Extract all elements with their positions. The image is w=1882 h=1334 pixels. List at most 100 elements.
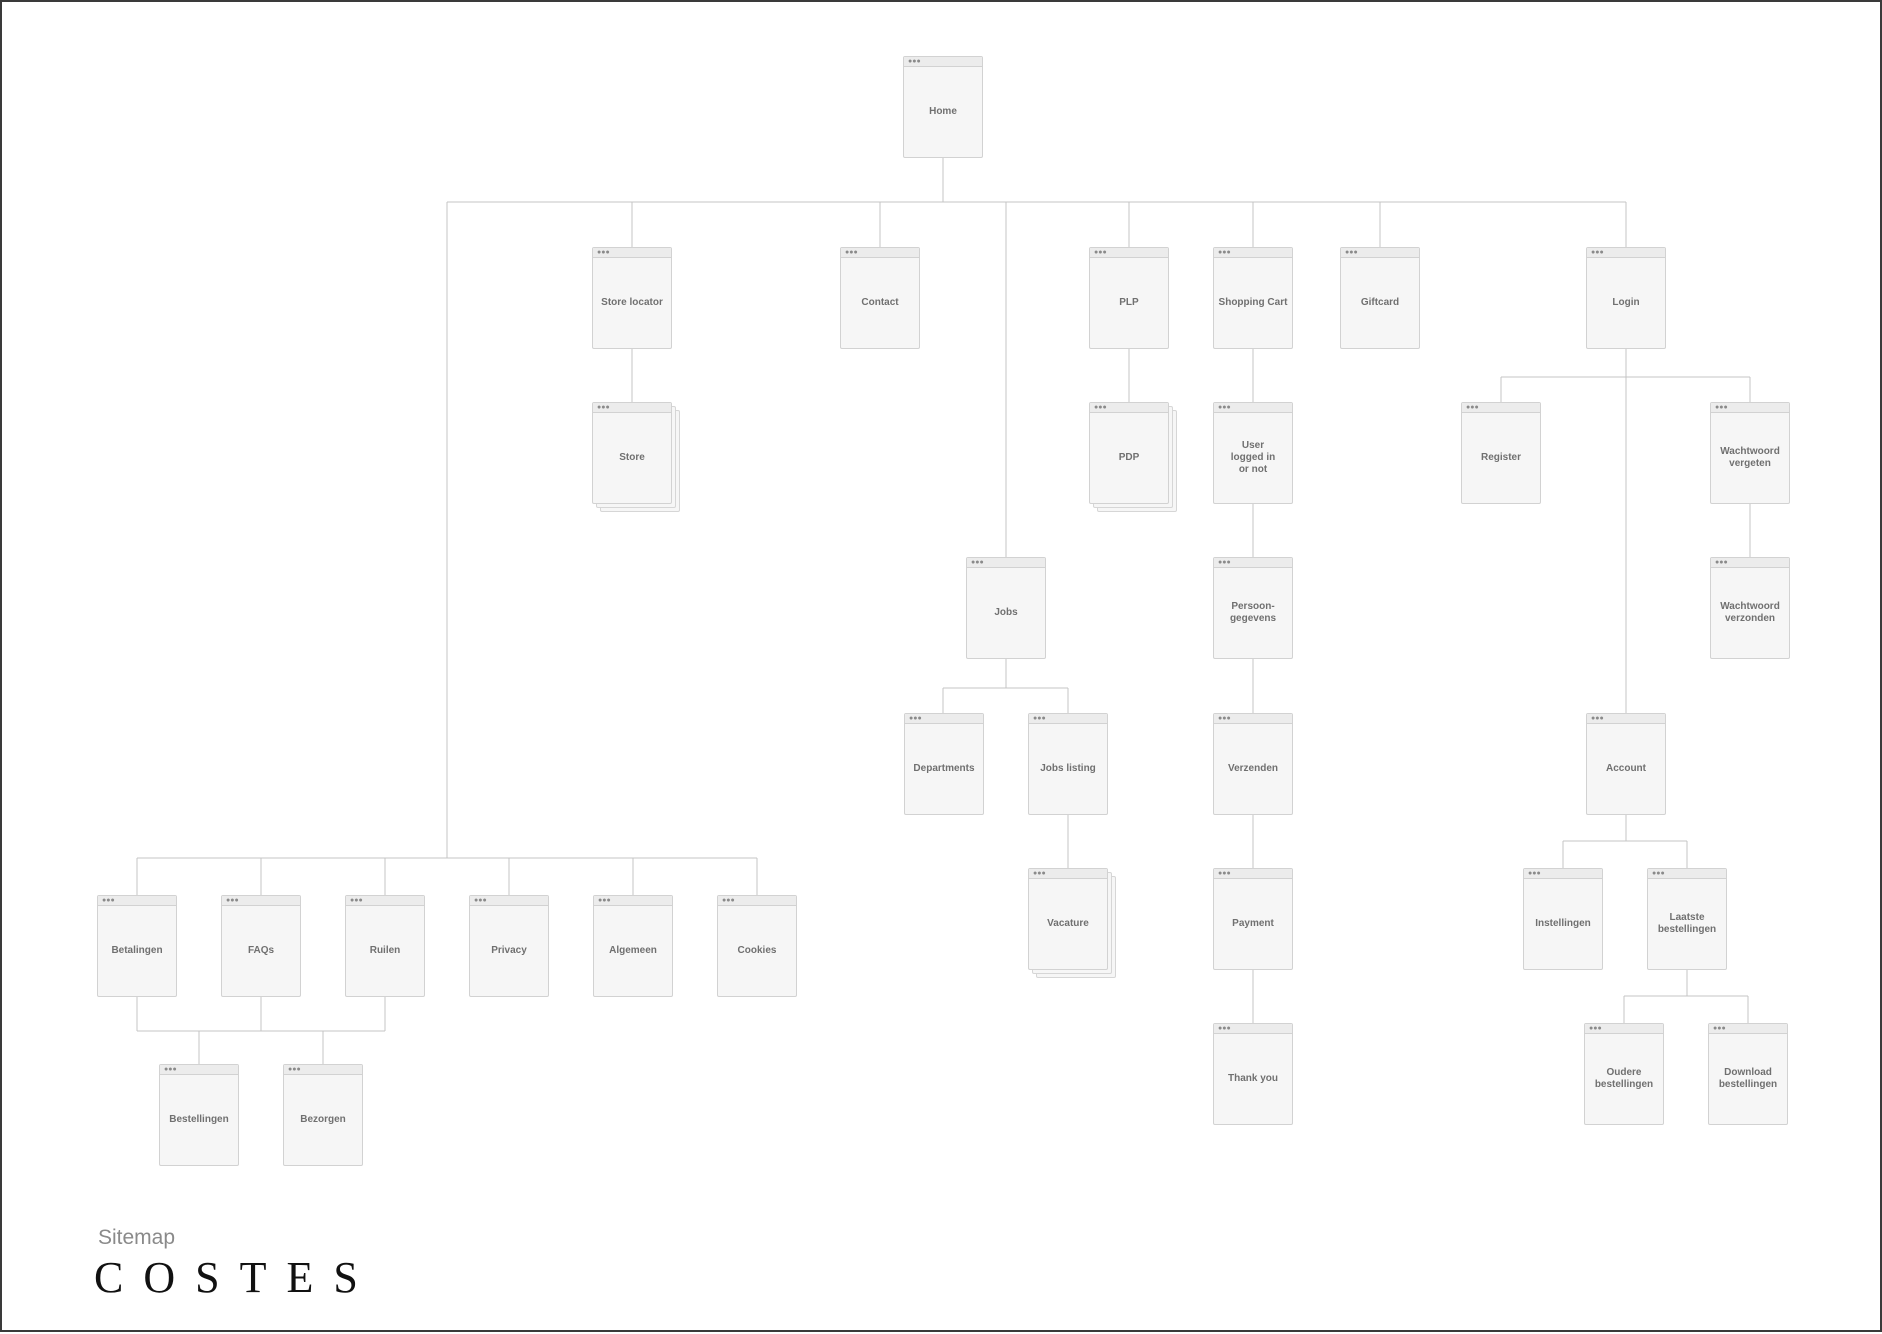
window-dots-icon: ●●● <box>1218 559 1231 566</box>
window-dots-icon: ●●● <box>1218 249 1231 256</box>
window-dots-icon: ●●● <box>597 249 610 256</box>
page-node-download-bestellingen[interactable]: ●●● Download bestellingen <box>1708 1023 1788 1125</box>
page-node-faqs[interactable]: ●●● FAQs <box>221 895 301 997</box>
window-chrome: ●●● <box>160 1065 238 1075</box>
page-node-store-locator[interactable]: ●●● Store locator <box>592 247 672 349</box>
window-dots-icon: ●●● <box>908 58 921 65</box>
window-dots-icon: ●●● <box>597 404 610 411</box>
window-chrome: ●●● <box>222 896 300 906</box>
window-dots-icon: ●●● <box>164 1066 177 1073</box>
page-node-label: PDP <box>1118 451 1140 463</box>
page-node-label: Persoon-gegevens <box>1229 600 1277 624</box>
window-chrome: ●●● <box>594 896 672 906</box>
window-dots-icon: ●●● <box>350 897 363 904</box>
page-node-label: User logged in or not <box>1230 439 1276 475</box>
page-node-thank-you[interactable]: ●●● Thank you <box>1213 1023 1293 1125</box>
page-node-label: Jobs <box>994 606 1018 618</box>
page-node-label: Shopping Cart <box>1218 296 1288 308</box>
page-node-pdp[interactable]: ●●● PDP <box>1089 402 1169 504</box>
window-chrome: ●●● <box>1711 403 1789 413</box>
window-chrome: ●●● <box>98 896 176 906</box>
window-chrome: ●●● <box>841 248 919 258</box>
page-node-account[interactable]: ●●● Account <box>1586 713 1666 815</box>
page-node-label: Register <box>1480 451 1521 463</box>
window-dots-icon: ●●● <box>1652 870 1665 877</box>
page-node-store[interactable]: ●●● Store <box>592 402 672 504</box>
window-chrome: ●●● <box>1711 558 1789 568</box>
window-chrome: ●●● <box>346 896 424 906</box>
page-node-laatste-bestellingen[interactable]: ●●● Laatste bestellingen <box>1647 868 1727 970</box>
page-node-wachtwoord-verzonden[interactable]: ●●● Wachtwoord verzonden <box>1710 557 1790 659</box>
page-node-shopping-cart[interactable]: ●●● Shopping Cart <box>1213 247 1293 349</box>
page-node-giftcard[interactable]: ●●● Giftcard <box>1340 247 1420 349</box>
window-dots-icon: ●●● <box>1591 715 1604 722</box>
window-chrome: ●●● <box>1214 248 1292 258</box>
window-dots-icon: ●●● <box>971 559 984 566</box>
window-chrome: ●●● <box>593 248 671 258</box>
page-node-instellingen[interactable]: ●●● Instellingen <box>1523 868 1603 970</box>
window-chrome: ●●● <box>1029 714 1107 724</box>
page-node-login[interactable]: ●●● Login <box>1586 247 1666 349</box>
page-node-label: Ruilen <box>369 944 401 956</box>
window-dots-icon: ●●● <box>1345 249 1358 256</box>
page-node-label: Bezorgen <box>300 1113 346 1125</box>
window-chrome: ●●● <box>1214 869 1292 879</box>
page-node-label: Laatste bestellingen <box>1657 911 1717 935</box>
page-node-wachtwoord-vergeten[interactable]: ●●● Wachtwoord vergeten <box>1710 402 1790 504</box>
window-chrome: ●●● <box>1214 403 1292 413</box>
window-dots-icon: ●●● <box>1218 404 1231 411</box>
page-node-betalingen[interactable]: ●●● Betalingen <box>97 895 177 997</box>
window-chrome: ●●● <box>284 1065 362 1075</box>
page-node-label: Store locator <box>601 296 663 308</box>
page-node-vacature[interactable]: ●●● Vacature <box>1028 868 1108 970</box>
page-node-label: Vacature <box>1047 917 1089 929</box>
window-chrome: ●●● <box>470 896 548 906</box>
page-node-algemeen[interactable]: ●●● Algemeen <box>593 895 673 997</box>
window-dots-icon: ●●● <box>1591 249 1604 256</box>
page-node-home[interactable]: ●●● Home <box>903 56 983 158</box>
page-node-jobs[interactable]: ●●● Jobs <box>966 557 1046 659</box>
window-dots-icon: ●●● <box>1218 715 1231 722</box>
window-dots-icon: ●●● <box>288 1066 301 1073</box>
page-node-label: Giftcard <box>1360 296 1400 308</box>
page-node-label: Download bestellingen <box>1718 1066 1778 1090</box>
window-chrome: ●●● <box>1214 558 1292 568</box>
window-dots-icon: ●●● <box>845 249 858 256</box>
window-dots-icon: ●●● <box>1713 1025 1726 1032</box>
window-dots-icon: ●●● <box>1094 249 1107 256</box>
page-node-label: FAQs <box>247 944 275 956</box>
sitemap-subtitle: Sitemap <box>98 1226 176 1249</box>
page-node-user-logged-in[interactable]: ●●● User logged in or not <box>1213 402 1293 504</box>
page-node-payment[interactable]: ●●● Payment <box>1213 868 1293 970</box>
window-dots-icon: ●●● <box>1033 870 1046 877</box>
window-chrome: ●●● <box>905 714 983 724</box>
window-dots-icon: ●●● <box>1715 559 1728 566</box>
page-node-plp[interactable]: ●●● PLP <box>1089 247 1169 349</box>
window-dots-icon: ●●● <box>1528 870 1541 877</box>
page-node-oudere-bestellingen[interactable]: ●●● Oudere bestellingen <box>1584 1023 1664 1125</box>
page-node-bezorgen[interactable]: ●●● Bezorgen <box>283 1064 363 1166</box>
page-node-bestellingen[interactable]: ●●● Bestellingen <box>159 1064 239 1166</box>
page-node-departments[interactable]: ●●● Departments <box>904 713 984 815</box>
page-node-register[interactable]: ●●● Register <box>1461 402 1541 504</box>
page-node-jobs-listing[interactable]: ●●● Jobs listing <box>1028 713 1108 815</box>
page-node-persoonsgegevens[interactable]: ●●● Persoon-gegevens <box>1213 557 1293 659</box>
page-node-label: Login <box>1612 296 1640 308</box>
page-node-cookies[interactable]: ●●● Cookies <box>717 895 797 997</box>
page-node-label: Account <box>1606 762 1646 774</box>
window-chrome: ●●● <box>1462 403 1540 413</box>
window-dots-icon: ●●● <box>909 715 922 722</box>
page-node-verzenden[interactable]: ●●● Verzenden <box>1213 713 1293 815</box>
window-chrome: ●●● <box>904 57 982 67</box>
page-node-ruilen[interactable]: ●●● Ruilen <box>345 895 425 997</box>
page-node-contact[interactable]: ●●● Contact <box>840 247 920 349</box>
page-node-label: Privacy <box>491 944 527 956</box>
window-chrome: ●●● <box>1585 1024 1663 1034</box>
window-chrome: ●●● <box>718 896 796 906</box>
page-node-privacy[interactable]: ●●● Privacy <box>469 895 549 997</box>
window-chrome: ●●● <box>1090 248 1168 258</box>
window-dots-icon: ●●● <box>1218 1025 1231 1032</box>
page-node-label: Store <box>619 451 645 463</box>
